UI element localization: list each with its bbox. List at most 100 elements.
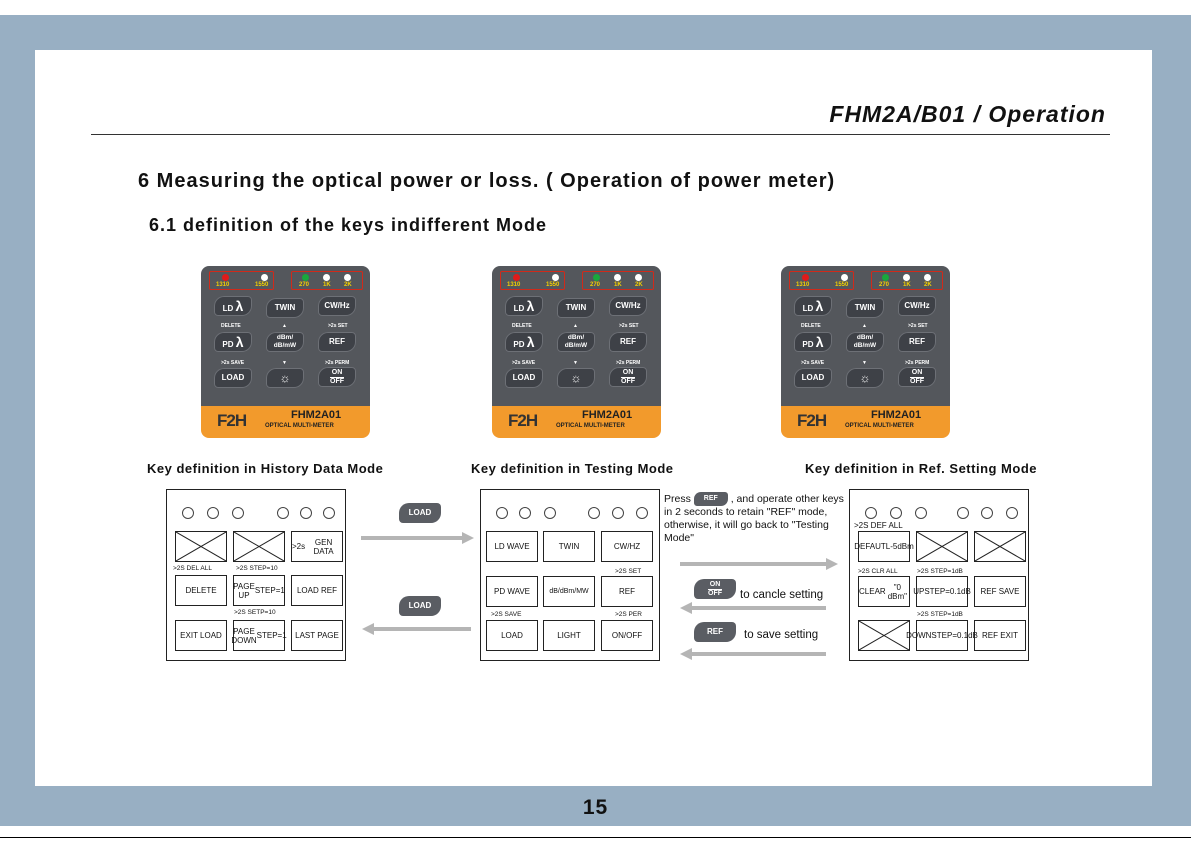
header-title: FHM2A/B01 / Operation bbox=[829, 101, 1106, 127]
led-indicator bbox=[915, 507, 927, 519]
unused-key bbox=[858, 620, 910, 651]
default-line1: DEFAUTL bbox=[854, 542, 891, 551]
led-indicator bbox=[232, 507, 244, 519]
ref-key[interactable]: REF bbox=[898, 332, 936, 352]
twin-key[interactable]: TWIN bbox=[557, 298, 595, 318]
led-label-270: 270 bbox=[590, 282, 601, 288]
brand-logo: F2H bbox=[797, 411, 827, 430]
light-icon: ☼ bbox=[859, 371, 871, 385]
led-indicator bbox=[588, 507, 600, 519]
keypad-body: 1310 1550 270 1K 2K LD λ TWIN CW/Hz DELE… bbox=[492, 266, 661, 406]
pd-key-label: PD bbox=[222, 340, 234, 349]
load-ref-key: LOAD REF bbox=[291, 575, 343, 606]
exit-load-key: EXIT LOAD bbox=[175, 620, 227, 651]
keypad-ref: 1310 1550 270 1K 2K LD λ TWIN CW/Hz DELE… bbox=[781, 266, 950, 438]
load-badge-bottom: LOAD bbox=[399, 596, 441, 616]
led-label-1k: 1K bbox=[323, 282, 331, 288]
set-label: >2s SET bbox=[908, 323, 928, 329]
led-indicator bbox=[300, 507, 312, 519]
set-label: >2S SET bbox=[615, 568, 642, 575]
perm-label: >2s PERM bbox=[325, 360, 350, 366]
db-dbm-mw-key: dB/dBm/MW bbox=[543, 576, 595, 607]
default-line2: -5dBm bbox=[890, 542, 914, 551]
last-page-key: LAST PAGE bbox=[291, 620, 343, 651]
led-indicator bbox=[890, 507, 902, 519]
light-key[interactable]: ☼ bbox=[557, 368, 595, 388]
keypad-history: 1310 1550 270 1K 2K LD λ TWIN CW/Hz DELE… bbox=[201, 266, 370, 438]
led-indicator bbox=[519, 507, 531, 519]
led-group-frequency: 270 1K 2K bbox=[871, 271, 943, 290]
keypad-body: 1310 1550 270 1K 2K LD λ TWIN CW/Hz DELE… bbox=[201, 266, 370, 406]
pd-lambda-key[interactable]: PD λ bbox=[214, 332, 252, 352]
down-line1: DOWN bbox=[906, 631, 932, 640]
arrow-save-shaft bbox=[692, 652, 826, 656]
led-label-1310: 1310 bbox=[507, 282, 521, 288]
led-indicator bbox=[544, 507, 556, 519]
model-subtitle: OPTICAL MULTI-METER bbox=[845, 423, 914, 429]
led-1550 bbox=[552, 274, 559, 281]
ld-lambda-key[interactable]: LD λ bbox=[794, 296, 832, 316]
up-line2: STEP=0.1dB bbox=[924, 587, 971, 596]
caption-ref: Key definition in Ref. Setting Mode bbox=[805, 461, 1037, 476]
delete-label: DELETE bbox=[801, 323, 821, 329]
dbm-key[interactable]: dBm/dB/mW bbox=[846, 332, 884, 352]
twin-key[interactable]: TWIN bbox=[846, 298, 884, 318]
cw-hz-key[interactable]: CW/Hz bbox=[318, 296, 356, 316]
save-label: >2S SAVE bbox=[491, 611, 522, 618]
off-label: OFF bbox=[708, 590, 722, 597]
led-2k bbox=[635, 274, 642, 281]
on-off-key[interactable]: ON OFF bbox=[318, 367, 356, 387]
led-group-wavelength: 1310 1550 bbox=[500, 271, 565, 290]
ref-key[interactable]: REF bbox=[318, 332, 356, 352]
dbm-key[interactable]: dBm/dB/mW bbox=[557, 332, 595, 352]
per-label: >2S PER bbox=[615, 611, 642, 618]
dbm-key-line2: dB/mW bbox=[853, 342, 877, 349]
step-up-label: >2S STEP=1dB bbox=[917, 568, 963, 575]
light-key[interactable]: ☼ bbox=[266, 368, 304, 388]
model-label: FHM2A01 bbox=[582, 409, 633, 421]
clear-line1: CLEAR bbox=[859, 587, 886, 596]
load-key[interactable]: LOAD bbox=[505, 368, 543, 388]
pd-lambda-key[interactable]: PD λ bbox=[794, 332, 832, 352]
led-270 bbox=[882, 274, 889, 281]
lambda-symbol: λ bbox=[526, 298, 535, 314]
save-label: >2s SAVE bbox=[512, 360, 536, 366]
arrow-cancel-head bbox=[680, 602, 692, 614]
subsection-title: 6.1 definition of the keys indifferent M… bbox=[149, 215, 548, 235]
pd-lambda-key[interactable]: PD λ bbox=[505, 332, 543, 352]
brand-logo: F2H bbox=[217, 411, 247, 430]
led-1310 bbox=[802, 274, 809, 281]
def-all-label: >2S DEF ALL bbox=[854, 521, 903, 530]
cw-hz-key[interactable]: CW/Hz bbox=[898, 296, 936, 316]
led-label-1k: 1K bbox=[903, 282, 911, 288]
light-key[interactable]: ☼ bbox=[846, 368, 884, 388]
cw-hz-key: CW/HZ bbox=[601, 531, 653, 562]
save-label: >2s SAVE bbox=[221, 360, 245, 366]
load-key[interactable]: LOAD bbox=[214, 368, 252, 388]
brand-logo: F2H bbox=[508, 411, 538, 430]
dbm-key[interactable]: dBm/dB/mW bbox=[266, 332, 304, 352]
on-label: ON bbox=[331, 369, 343, 376]
dbm-key-line1: dBm/ bbox=[856, 334, 874, 341]
cw-hz-key[interactable]: CW/Hz bbox=[609, 296, 647, 316]
led-indicator bbox=[981, 507, 993, 519]
keypad-footer: F2H FHM2A01 OPTICAL MULTI-METER bbox=[781, 406, 950, 438]
ld-lambda-key[interactable]: LD λ bbox=[505, 296, 543, 316]
delete-label: DELETE bbox=[221, 323, 241, 329]
twin-key[interactable]: TWIN bbox=[266, 298, 304, 318]
load-key[interactable]: LOAD bbox=[794, 368, 832, 388]
ref-key[interactable]: REF bbox=[609, 332, 647, 352]
led-label-1550: 1550 bbox=[546, 282, 560, 288]
dbm-key-line2: dB/mW bbox=[564, 342, 588, 349]
lambda-symbol: λ bbox=[815, 334, 824, 350]
default-key: DEFAUTL-5dBm bbox=[854, 531, 914, 562]
unused-key bbox=[175, 531, 227, 562]
ld-lambda-key[interactable]: LD λ bbox=[214, 296, 252, 316]
unused-key bbox=[974, 531, 1026, 562]
off-label: OFF bbox=[330, 378, 344, 385]
